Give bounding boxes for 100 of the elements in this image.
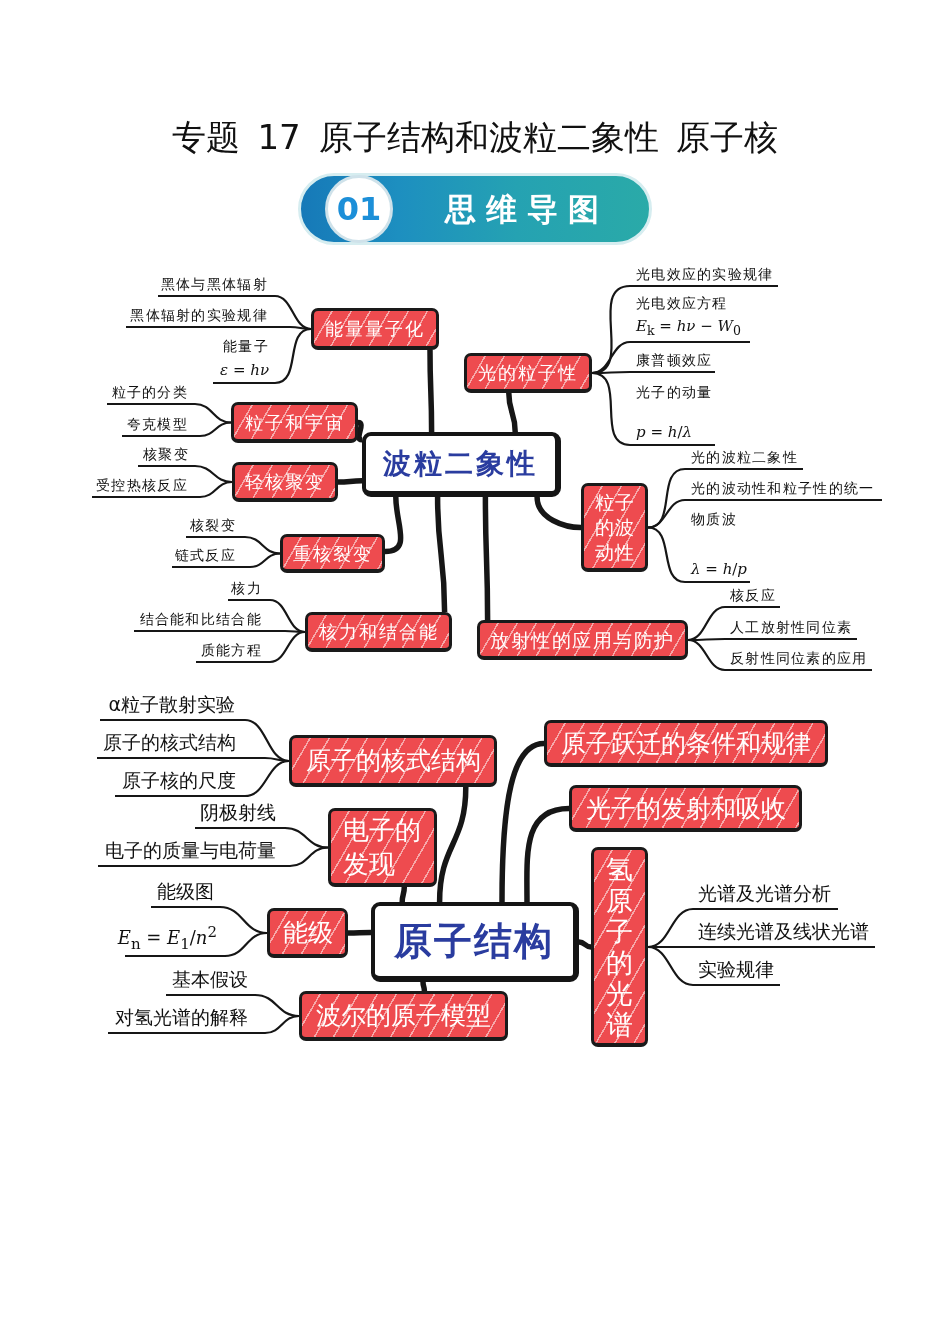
- label-text: 连续光谱及线状光谱: [698, 920, 869, 944]
- topic-box: 原子的核式结构: [289, 735, 497, 787]
- branch-line: [524, 805, 570, 902]
- underlined-label: [126, 306, 290, 328]
- label-text: 链式反应: [174, 546, 236, 564]
- label-text: 光电效应方程: [636, 295, 728, 313]
- label-text: 核力: [231, 579, 262, 597]
- topic-box: 电子的发现: [328, 808, 437, 887]
- underlined-label: [115, 769, 245, 797]
- label-text: 康普顿效应: [636, 351, 713, 369]
- topic-box: 光子的发射和吸收: [569, 785, 802, 832]
- branch-line: [436, 786, 469, 903]
- topic-box: 粒子的波动性: [581, 483, 648, 572]
- label-text: 人工放射性同位素: [730, 618, 853, 636]
- branch-line: [199, 421, 232, 438]
- topic-box: 轻核聚变: [232, 462, 338, 502]
- label-text: 核反应: [730, 586, 776, 604]
- underlined-label: [122, 415, 200, 437]
- label-text: 光的波动性和粒子性的统一: [691, 479, 875, 497]
- central-topic-box: 原子结构: [371, 902, 579, 982]
- branch-line: [578, 939, 592, 950]
- underlined-label: [725, 586, 780, 608]
- branch-line: [348, 929, 371, 936]
- underlined-label: [100, 693, 245, 721]
- label-text: 结合能和比结合能: [139, 610, 262, 628]
- branch-line: [647, 498, 686, 529]
- label-text: 对氢光谱的解释: [115, 1006, 248, 1030]
- branch-line: [249, 552, 281, 569]
- underlined-label: [693, 958, 780, 986]
- topic-box: 核力和结合能: [305, 612, 452, 652]
- label-text: 光的波粒二象性: [691, 448, 799, 466]
- topic-box: 光的粒子性: [464, 353, 592, 393]
- underlined-label: [108, 1006, 265, 1034]
- label-text: 核聚变: [143, 445, 189, 463]
- branch-line: [591, 371, 631, 447]
- branch-line: [687, 638, 726, 672]
- underlined-label: [725, 618, 857, 640]
- branch-line: [434, 496, 448, 613]
- formula: λ = h/p: [691, 560, 747, 579]
- underlined-label: [158, 275, 275, 297]
- label-text: 光子的动量: [636, 384, 713, 402]
- underlined-label: [186, 516, 245, 538]
- underlined-label: [98, 839, 290, 867]
- label-text: 基本假设: [172, 968, 248, 992]
- underlined-label: [213, 338, 275, 384]
- branch-line: [244, 759, 290, 798]
- page-title: 专题 17 原子结构和波粒二象性 原子核: [170, 116, 780, 159]
- underlined-label: [166, 968, 255, 996]
- branch-line: [194, 402, 232, 424]
- underlined-label: [685, 479, 882, 501]
- branch-line: [337, 478, 363, 485]
- underlined-label: [630, 295, 750, 343]
- label-text: 夸克模型: [126, 415, 188, 433]
- topic-box: 氢原子的光谱: [591, 847, 648, 1047]
- topic-box: 放射性的应用与防护: [477, 620, 688, 660]
- underlined-label: [151, 880, 220, 908]
- underlined-label: [195, 801, 285, 829]
- branch-line: [269, 630, 306, 664]
- branch-line: [264, 1014, 300, 1035]
- branch-line: [244, 535, 281, 555]
- label-text: 核裂变: [190, 516, 236, 534]
- topic-box: 重核裂变: [280, 534, 385, 573]
- label-text: α粒子散射实验: [108, 693, 235, 717]
- branch-line: [284, 826, 329, 849]
- branch-line: [384, 496, 404, 555]
- underlined-label: [134, 610, 285, 632]
- underlined-label: [630, 384, 715, 446]
- label-text: 光谱及光谱分析: [698, 882, 831, 906]
- underlined-label: [685, 511, 750, 583]
- label-text: 电子的质量与电荷量: [105, 839, 276, 863]
- branch-line: [274, 327, 312, 385]
- underlined-label: [693, 882, 838, 910]
- underlined-label: [138, 445, 195, 467]
- branch-line: [482, 497, 491, 620]
- label-text: 物质波: [691, 511, 737, 529]
- label-text: 能级图: [157, 880, 214, 904]
- underlined-label: [725, 649, 872, 671]
- underlined-label: [630, 265, 778, 287]
- banner-text: 思维导图: [445, 190, 609, 229]
- underlined-label: [107, 383, 195, 405]
- branch-line: [647, 945, 694, 987]
- underlined-label: [630, 351, 715, 373]
- formula: p = h/λ: [636, 423, 692, 442]
- label-text: 粒子的分类: [111, 383, 188, 401]
- label-text: 光电效应的实验规律: [636, 265, 774, 283]
- label-text: 实验规律: [698, 958, 774, 982]
- underlined-label: [228, 579, 270, 601]
- label-text: 反射性同位素的应用: [730, 649, 868, 667]
- label-text: 阴极射线: [200, 801, 276, 825]
- label-text: 黑体与黑体辐射: [160, 275, 268, 293]
- label-text: 能量子: [223, 338, 269, 356]
- label-text: 受控热核反应: [96, 476, 188, 494]
- number-circle: 01: [325, 175, 393, 243]
- underlined-label: [196, 641, 270, 663]
- underlined-label: [92, 476, 200, 498]
- branch-line: [499, 740, 545, 903]
- formula: E$_{n}$ = E$_{1}$/n$^{2}$: [117, 922, 217, 953]
- underlined-label: [693, 920, 875, 948]
- underlined-label: [97, 731, 265, 759]
- branch-line: [420, 981, 428, 992]
